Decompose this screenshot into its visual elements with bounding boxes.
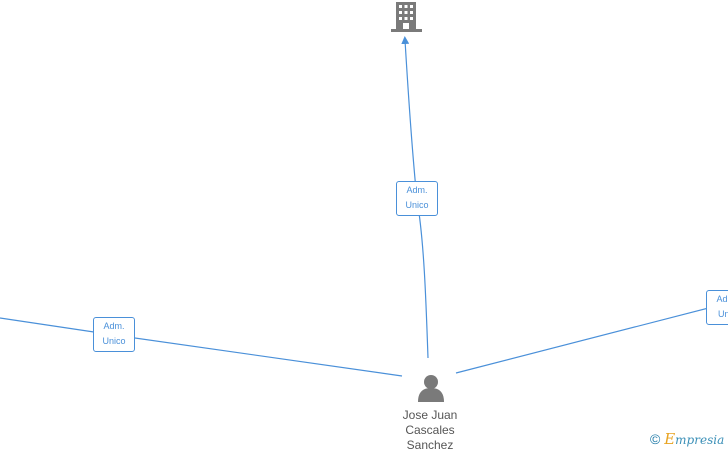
empresia-watermark: © Empresia xyxy=(650,430,724,448)
edge-line-right xyxy=(455,302,728,374)
edge-label-line: Adm. xyxy=(406,185,428,195)
edge-label-right[interactable]: Adm. Unic xyxy=(706,290,728,325)
edge-label-line: Adm. xyxy=(103,321,125,331)
edge-label-line: Unico xyxy=(102,336,126,346)
edge-label-left[interactable]: Adm. Unico xyxy=(93,317,135,352)
edge-label-line: Unic xyxy=(717,309,728,319)
edge-line-left xyxy=(0,317,403,377)
brand-logo: Empresia xyxy=(664,430,725,448)
brand-rest: mpresia xyxy=(675,433,725,447)
edge-label-line: Unico xyxy=(405,200,429,210)
edge-label-top[interactable]: Adm. Unico xyxy=(396,181,438,216)
brand-initial: E xyxy=(664,430,676,448)
person-name-line: Cascales xyxy=(405,423,455,437)
person-icon[interactable] xyxy=(418,375,444,402)
edge-label-line: Adm. xyxy=(716,294,728,304)
person-name-label[interactable]: Jose Juan Cascales Sanchez xyxy=(384,408,476,453)
copyright-symbol: © xyxy=(650,431,661,447)
person-name-line: Jose Juan xyxy=(402,408,458,422)
building-icon[interactable] xyxy=(391,2,422,32)
person-name-line: Sanchez xyxy=(406,438,454,452)
